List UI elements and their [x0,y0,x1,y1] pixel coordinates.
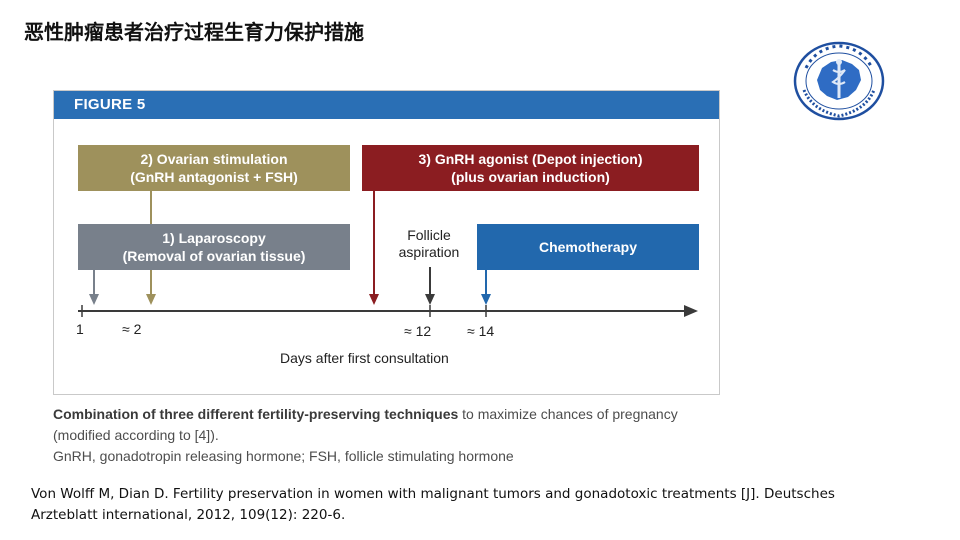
tick-label-day-14: ≈ 14 [467,323,495,339]
follicle-label-line1: Follicle [407,227,451,243]
gnrh-agonist-box: 3) GnRH agonist (Depot injection) (plus … [362,145,699,191]
chemotherapy-title: Chemotherapy [538,239,638,255]
ovarian-stimulation-detail: (GnRH antagonist + FSH) [130,169,298,185]
timeline-axis-title: Days after first consultation [280,350,449,366]
figure-header: FIGURE 5 [54,91,719,119]
caption-bold-lead: Combination of three different fertility… [53,406,459,422]
laparoscopy-detail: (Removal of ovarian tissue) [122,248,306,264]
arrow-follicle-head [425,294,435,305]
chemotherapy-box: Chemotherapy [477,224,699,270]
timeline-axis-arrowhead [684,305,698,317]
follicle-label-line2: aspiration [398,244,460,260]
arrow-laparoscopy-head [89,294,99,305]
follicle-aspiration-label: Follicle aspiration [384,227,474,261]
slide-title: 恶性肿瘤患者治疗过程生育力保护措施 [24,20,364,44]
laparoscopy-box: 1) Laparoscopy (Removal of ovarian tissu… [78,224,350,270]
citation-line-1: Von Wolff M, Dian D. Fertility preservat… [31,486,835,502]
figure-label: FIGURE 5 [74,96,146,113]
figure-caption: Combination of three different fertility… [53,404,713,467]
citation-line-2: Arzteblatt international, 2012, 109(12):… [31,507,346,523]
reference-citation: Von Wolff M, Dian D. Fertility preservat… [31,484,931,526]
arrow-gnrh-head [369,294,379,305]
gnrh-agonist-detail: (plus ovarian induction) [451,169,610,185]
tick-label-day-2: ≈ 2 [122,321,142,337]
tick-label-day-12: ≈ 12 [404,323,432,339]
arrow-chemotherapy-head [481,294,491,305]
figure-5-panel: FIGURE 5 2) Ovarian stimulation (GnRH an… [53,90,720,395]
ovarian-stimulation-title: 2) Ovarian stimulation [140,151,288,167]
caption-rest: to maximize chances of pregnancy (modifi… [53,406,678,443]
caption-abbreviations: GnRH, gonadotropin releasing hormone; FS… [53,448,514,464]
cancer-registry-seal-logo [793,41,885,121]
tick-label-day-1: 1 [76,321,84,337]
ovarian-stimulation-box: 2) Ovarian stimulation (GnRH antagonist … [78,145,350,191]
gnrh-agonist-title: 3) GnRH agonist (Depot injection) [418,151,643,167]
laparoscopy-title: 1) Laparoscopy [162,230,266,246]
arrow-ovarian-head [146,294,156,305]
